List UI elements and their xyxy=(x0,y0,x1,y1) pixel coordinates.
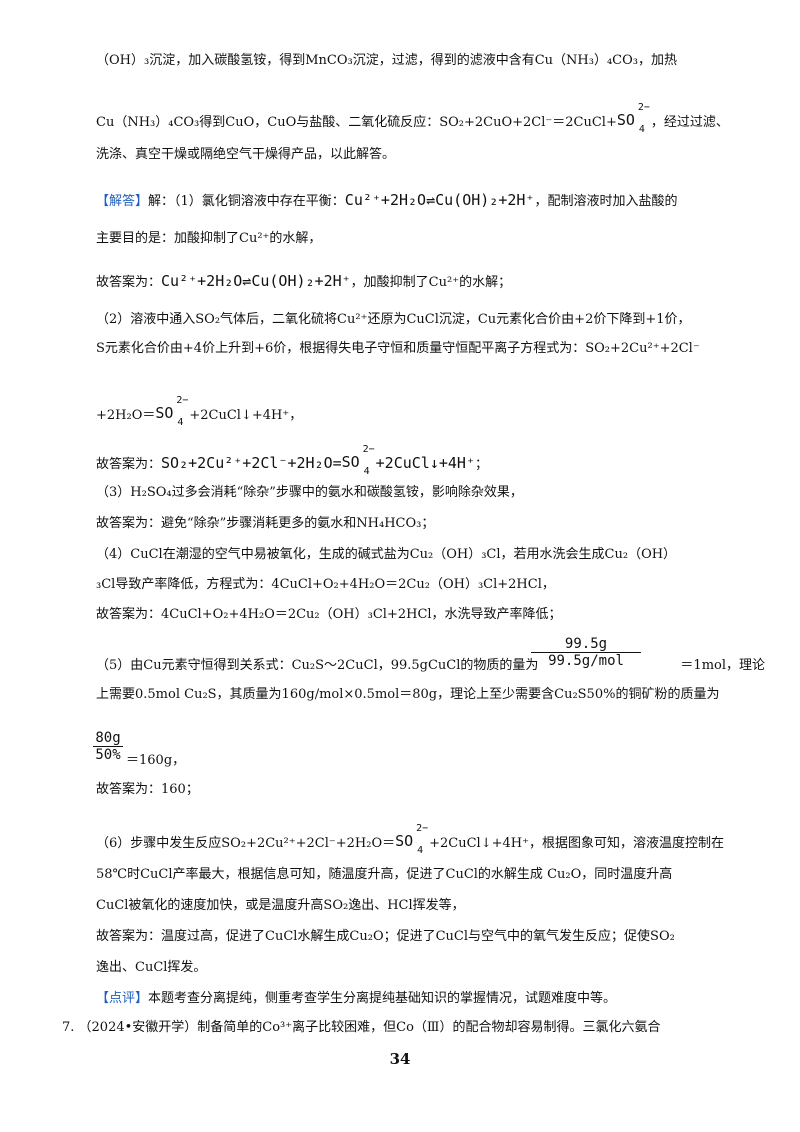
text-line: 逸出、CuCl挥发。 xyxy=(96,959,206,977)
line-7: （2）溶液中通入SO₂气体后，二氧化硫将Cu²⁺还原为CuCl沉淀，Cu元素化合… xyxy=(96,312,691,327)
text-line: （5）由Cu元素守恒得到关系式：Cu₂S～2CuCl，99.5gCuCl的物质的… xyxy=(96,657,765,675)
equilibrium-equation: Cu²⁺+2H₂O⇌Cu(OH)₂+2H⁺ xyxy=(161,272,351,290)
line-4a: 解：（1）氯化铜溶液中存在平衡： xyxy=(148,194,345,209)
text-line: 故答案为：Cu²⁺+2H₂O⇌Cu(OH)₂+2H⁺，加酸抑制了Cu²⁺的水解； xyxy=(96,272,511,292)
line-12: 故答案为：避免“除杂”步骤消耗更多的氨水和NH₄HCO₃； xyxy=(96,516,435,531)
fraction-numerator: 80g xyxy=(93,730,123,747)
text-line: Cu（NH₃）₄CO₃得到CuO，CuO与盐酸、二氧化硫反应：SO₂+2CuO+… xyxy=(96,102,729,135)
text-line: 故答案为：温度过高，促进了CuCl水解生成Cu₂O；促进了CuCl与空气中的氧气… xyxy=(96,928,675,946)
line-9a: +2H₂O＝ xyxy=(96,408,156,423)
line-20a: （6）步骤中发生反应SO₂+2Cu²⁺+2Cl⁻+2H₂O＝ xyxy=(96,836,396,851)
text-line: （OH）₃沉淀，加入碳酸氢铵，得到MnCO₃沉淀，过滤，得到的滤液中含有Cu（N… xyxy=(96,52,677,70)
line-25: 本题考查分离提纯，侧重考查学生分离提纯基础知识的掌握情况，试题难度中等。 xyxy=(148,991,617,1006)
line-6b: ，加酸抑制了Cu²⁺的水解； xyxy=(350,275,512,290)
text-line: ＝160g， xyxy=(126,752,185,770)
line-16a: （5）由Cu元素守恒得到关系式：Cu₂S～2CuCl，99.5gCuCl的物质的… xyxy=(96,658,539,673)
fraction-mass: 80g 50% xyxy=(93,730,123,763)
line-11: （3）H₂SO₄过多会消耗“除杂”步骤中的氨水和碳酸氢铵，影响除杂效果， xyxy=(96,485,523,500)
line-5: 主要目的是：加酸抑制了Cu²⁺的水解， xyxy=(96,231,322,246)
text-line: 故答案为：避免“除杂”步骤消耗更多的氨水和NH₄HCO₃； xyxy=(96,515,434,533)
line-16b: ＝1mol，理论 xyxy=(680,658,766,673)
line-10b: ； xyxy=(474,457,488,472)
text-line: 【解答】解：（1）氯化铜溶液中存在平衡：Cu²⁺+2H₂O⇌Cu(OH)₂+2H… xyxy=(96,191,677,211)
text-line: CuCl被氧化的速度加快，或是温度升高SO₂逸出、HCl挥发等， xyxy=(96,897,465,915)
line-21: 58℃时CuCl产率最大，根据信息可知，随温度升高，促进了CuCl的水解生成 C… xyxy=(96,867,673,882)
text-line: ₃Cl导致产率降低，方程式为：4CuCl+O₂+4H₂O＝2Cu₂（OH）₃Cl… xyxy=(96,576,555,594)
line-24: 逸出、CuCl挥发。 xyxy=(96,960,207,975)
answer-tag: 【解答】 xyxy=(96,194,149,209)
text-line: S元素化合价由+4价上升到+6价，根据得失电子守恒和质量守恒配平离子方程式为：S… xyxy=(96,340,700,358)
line-3: 洗涤、真空干燥或隔绝空气干燥得产品，以此解答。 xyxy=(96,147,396,162)
line-15: 故答案为：4CuCl+O₂+4H₂O＝2Cu₂（OH）₃Cl+2HCl，水洗导致… xyxy=(96,607,562,622)
line-4b: ，配制溶液时加入盐酸的 xyxy=(534,194,678,209)
text-line: 主要目的是：加酸抑制了Cu²⁺的水解， xyxy=(96,230,321,248)
line-26: 7. （2024•安徽开学）制备简单的Co³⁺离子比较困难，但Co（Ⅲ）的配合物… xyxy=(62,1020,661,1035)
line-23: 故答案为：温度过高，促进了CuCl水解生成Cu₂O；促进了CuCl与空气中的氧气… xyxy=(96,929,675,944)
ionic-equation: SO₂+2Cu²⁺+2Cl⁻+2H₂O= xyxy=(161,454,342,472)
text-line: 故答案为：4CuCl+O₂+4H₂O＝2Cu₂（OH）₃Cl+2HCl，水洗导致… xyxy=(96,606,562,624)
equilibrium-equation: Cu²⁺+2H₂O⇌Cu(OH)₂+2H⁺ xyxy=(344,191,535,209)
text-line: （3）H₂SO₄过多会消耗“除杂”步骤中的氨水和碳酸氢铵，影响除杂效果， xyxy=(96,484,523,502)
text-line: 故答案为：160； xyxy=(96,781,199,799)
ionic-equation: +2CuCl↓+4H⁺ xyxy=(375,454,475,472)
line-2a: Cu（NH₃）₄CO₃得到CuO，CuO与盐酸、二氧化硫反应：SO₂+2CuO+… xyxy=(96,115,617,130)
text-line: 【点评】本题考查分离提纯，侧重考查学生分离提纯基础知识的掌握情况，试题难度中等。 xyxy=(96,990,616,1008)
text-line: （2）溶液中通入SO₂气体后，二氧化硫将Cu²⁺还原为CuCl沉淀，Cu元素化合… xyxy=(96,311,691,329)
line-20b: +2CuCl↓+4H⁺，根据图象可知，溶液温度控制在 xyxy=(429,836,724,851)
fraction-numerator: 99.5g xyxy=(531,636,641,653)
text-line: 58℃时CuCl产率最大，根据信息可知，随温度升高，促进了CuCl的水解生成 C… xyxy=(96,866,672,884)
line-13: （4）CuCl在潮湿的空气中易被氧化，生成的碱式盐为Cu₂（OH）₃Cl，若用水… xyxy=(96,547,677,562)
line-8: S元素化合价由+4价上升到+6价，根据得失电子守恒和质量守恒配平离子方程式为：S… xyxy=(96,341,700,356)
text-line: 洗涤、真空干燥或隔绝空气干燥得产品，以此解答。 xyxy=(96,146,395,164)
line-22: CuCl被氧化的速度加快，或是温度升高SO₂逸出、HCl挥发等， xyxy=(96,898,465,913)
line-1: （OH）₃沉淀，加入碳酸氢铵，得到MnCO₃沉淀，过滤，得到的滤液中含有Cu（N… xyxy=(96,53,677,68)
line-9b: +2CuCl↓+4H⁺， xyxy=(189,408,303,423)
line-6a: 故答案为： xyxy=(96,275,162,290)
comment-tag: 【点评】 xyxy=(96,991,149,1006)
line-19: 故答案为：160； xyxy=(96,782,199,797)
fraction-moles: 99.5g 99.5g/mol xyxy=(531,636,641,669)
fraction-denominator: 99.5g/mol xyxy=(548,653,624,669)
line-14: ₃Cl导致产率降低，方程式为：4CuCl+O₂+4H₂O＝2Cu₂（OH）₃Cl… xyxy=(96,577,555,592)
line-17: 上需要0.5mol Cu₂S，其质量为160g/mol×0.5mol＝80g，理… xyxy=(96,687,720,702)
fraction-denominator: 50% xyxy=(95,747,121,763)
line-2b: ，经过过滤、 xyxy=(650,115,729,130)
text-line: 上需要0.5mol Cu₂S，其质量为160g/mol×0.5mol＝80g，理… xyxy=(96,686,719,704)
text-line: （4）CuCl在潮湿的空气中易被氧化，生成的碱式盐为Cu₂（OH）₃Cl，若用水… xyxy=(96,546,676,564)
line-10a: 故答案为： xyxy=(96,457,162,472)
question-line: 7. （2024•安徽开学）制备简单的Co³⁺离子比较困难，但Co（Ⅲ）的配合物… xyxy=(62,1019,660,1037)
line-18b: ＝160g， xyxy=(126,753,186,768)
page-number: 34 xyxy=(389,1050,411,1068)
